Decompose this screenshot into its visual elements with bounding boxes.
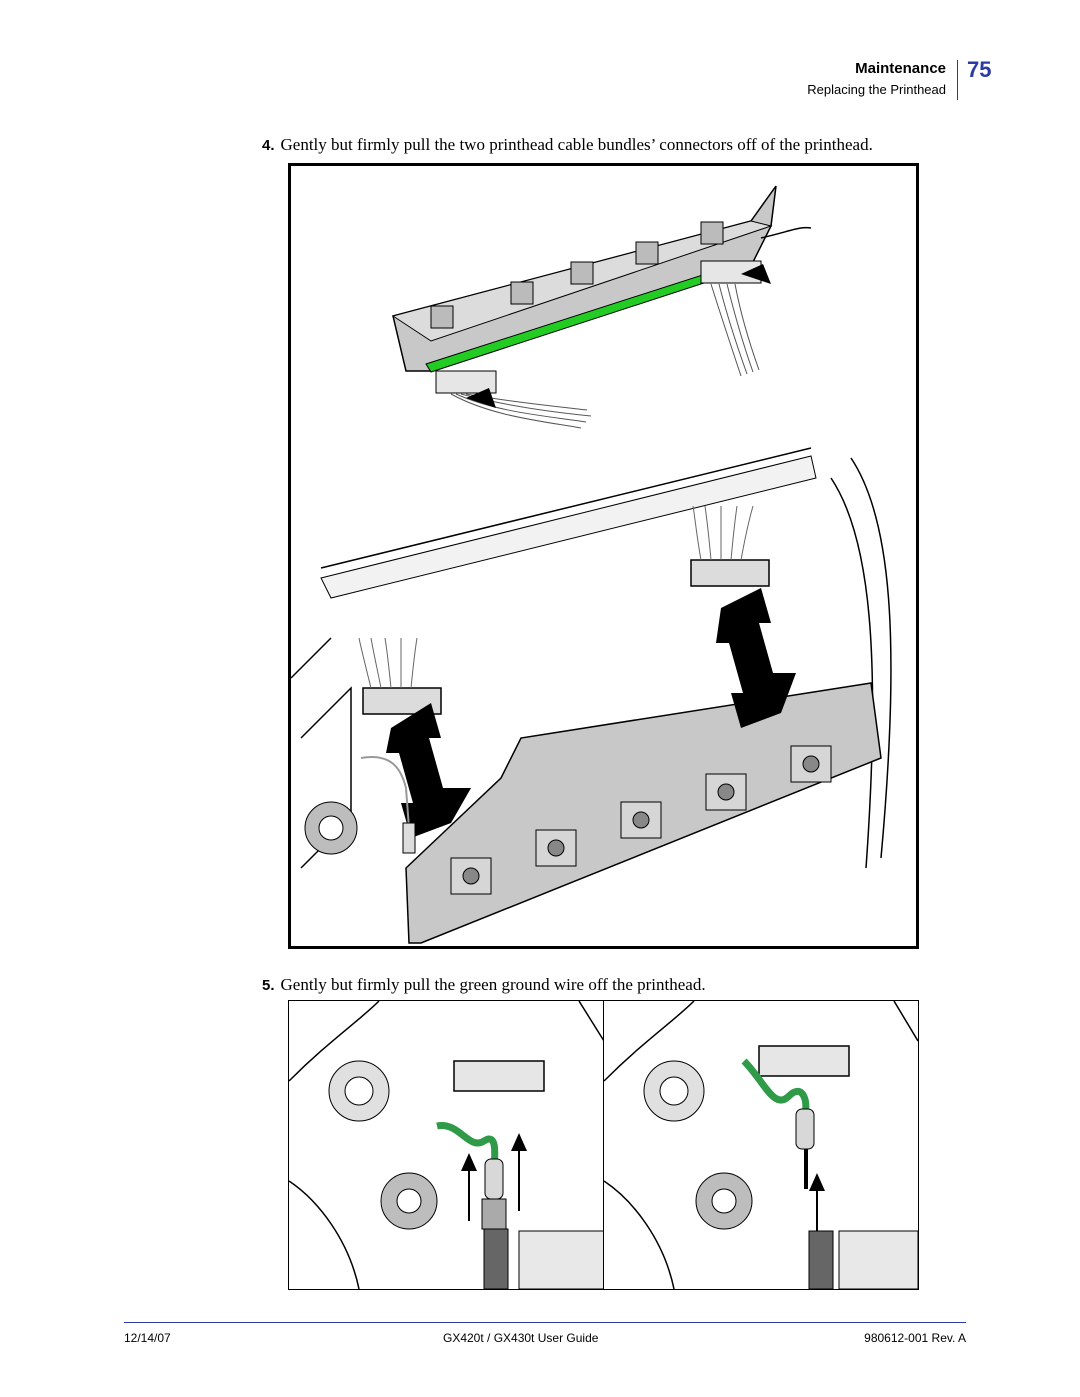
- step-4-text: Gently but firmly pull the two printhead…: [280, 135, 873, 154]
- printer-interior-figure: [288, 438, 919, 949]
- page-number: 75: [967, 57, 992, 82]
- subsection-title: Replacing the Printhead: [807, 82, 946, 97]
- section-title: Maintenance: [855, 60, 946, 77]
- ground-wire-after-figure: [603, 1000, 919, 1290]
- footer-title: GX420t / GX430t User Guide: [443, 1331, 599, 1345]
- printhead-illustration: [391, 185, 812, 429]
- footer-date: 12/14/07: [124, 1331, 171, 1345]
- ground-wire-before-figure: [288, 1000, 605, 1290]
- ground-wire-before-illustration: [289, 1001, 604, 1289]
- step-4-number: 4.: [262, 137, 275, 154]
- footer-doc-number: 980612-001 Rev. A: [864, 1331, 966, 1345]
- step-5: 5. Gently but firmly pull the green groun…: [262, 975, 706, 995]
- printer-interior-illustration: [291, 447, 892, 944]
- header-divider: [957, 60, 958, 100]
- step-5-text: Gently but firmly pull the green ground …: [280, 975, 706, 994]
- step-5-number: 5.: [262, 977, 275, 994]
- footer-divider: [124, 1322, 966, 1323]
- step-4: 4. Gently but firmly pull the two printhe…: [262, 135, 873, 155]
- ground-wire-after-illustration: [604, 1001, 918, 1289]
- printhead-cables-figure: [288, 163, 919, 444]
